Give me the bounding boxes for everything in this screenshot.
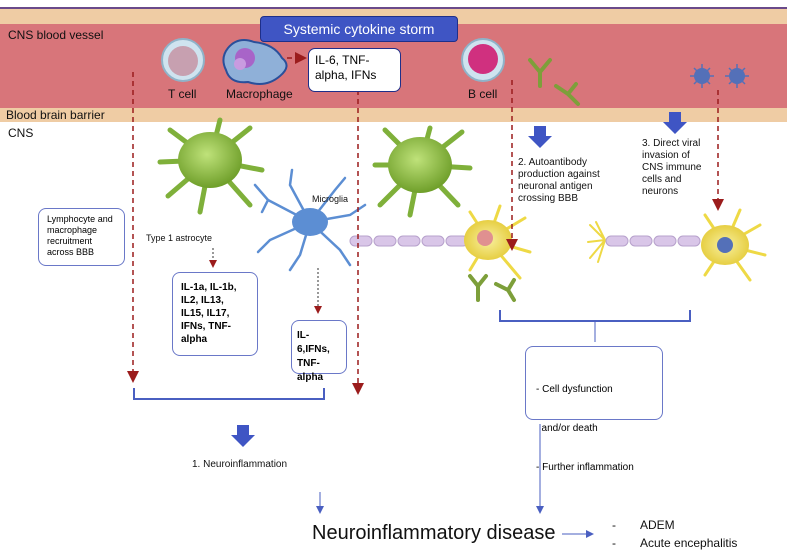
recruitment-line: across BBB: [47, 247, 95, 257]
mechanism-line: neurons: [642, 186, 679, 197]
b-cell-icon: [461, 38, 505, 82]
t-cell-icon: [161, 38, 205, 82]
virus-icon: [690, 64, 749, 88]
mechanism-line: 3. Direct viral: [642, 138, 701, 149]
outcome-line: - Cell dysfunction: [536, 384, 613, 395]
disease-bullet: -: [612, 518, 616, 532]
disease-example-adem: ADEM: [640, 518, 675, 532]
cytokine-line: alpha, IFNs: [315, 68, 377, 82]
microglia-label: Microglia: [312, 194, 349, 204]
macrophage-label: Macrophage: [226, 87, 293, 101]
outcome-line: - Further inflammation: [536, 462, 634, 473]
antibody-icon: [468, 274, 516, 302]
mechanism-line: cells and: [642, 174, 682, 185]
cns-label: CNS: [8, 126, 34, 140]
mechanism-line: crossing BBB: [518, 193, 579, 204]
neuron-icon: [464, 204, 532, 280]
outcome-box: - Cell dysfunction and/or death - Furthe…: [525, 346, 663, 473]
mechanism-line: CNS immune: [642, 162, 702, 173]
bbb-label: Blood brain barrier: [6, 108, 105, 122]
autoantibody-mechanism-text: 2. Autoantibody production against neuro…: [518, 157, 600, 205]
macrophage-icon: [222, 39, 288, 85]
microglia-icon: [253, 168, 367, 272]
recruitment-line: Lymphocyte and: [47, 214, 113, 224]
cytokine-line: IL-6, TNF-: [315, 53, 370, 67]
micro-cytokine-line: TNF-alpha: [297, 358, 324, 383]
t-cell-label: T cell: [168, 87, 197, 101]
antibody-icon: [528, 58, 580, 106]
mechanism-line: 2. Autoantibody: [518, 157, 587, 168]
astro-cytokine-line: alpha: [181, 334, 208, 345]
astro-cytokine-line: IL2, IL13,: [181, 295, 224, 306]
astro-cytokine-line: IL15, IL17,: [181, 308, 230, 319]
axon-icon: [349, 235, 469, 247]
cytokine-storm-banner: Systemic cytokine storm: [260, 16, 458, 42]
disease-bullet: -: [612, 536, 616, 550]
recruitment-line: recruitment: [47, 236, 93, 246]
neuroinflammation-label: 1. Neuroinflammation: [192, 459, 288, 470]
recruitment-box: Lymphocyte and macrophage recruitment ac…: [38, 208, 125, 266]
bbb-layer: [0, 108, 787, 122]
vessel-label: CNS blood vessel: [8, 28, 104, 42]
outcome-line: and/or death: [536, 423, 598, 434]
mechanism-line: neuronal antigen: [518, 181, 593, 192]
systemic-cytokine-box: IL-6, TNF- alpha, IFNs: [308, 48, 401, 92]
micro-cytokine-line: IL-6,IFNs,: [297, 330, 330, 355]
axon-icon: [587, 221, 701, 263]
astrocyte-cytokines-box: IL-1a, IL-1b, IL2, IL13, IL15, IL17, IFN…: [172, 272, 258, 356]
mechanism-line: invasion of: [642, 150, 690, 161]
astrocyte-icon: [157, 117, 265, 215]
viral-invasion-text: 3. Direct viral invasion of CNS immune c…: [642, 138, 701, 198]
mechanism-line: production against: [518, 169, 600, 180]
disease-example-encephalitis: Acute encephalitis: [640, 536, 738, 550]
neuron-icon: [701, 208, 767, 282]
astro-cytokine-line: IL-1a, IL-1b,: [181, 282, 237, 293]
recruitment-line: macrophage: [47, 225, 98, 235]
microglia-cytokines-box: IL-6,IFNs, TNF-alpha: [291, 320, 347, 383]
astro-cytokine-line: IFNs, TNF-: [181, 321, 231, 332]
block-arrow-icon: [231, 112, 687, 447]
astrocyte-label: Type 1 astrocyte: [146, 233, 213, 243]
disease-title: Neuroinflammatory disease: [312, 522, 556, 544]
astrocyte-icon: [372, 125, 473, 218]
b-cell-label: B cell: [468, 87, 498, 101]
